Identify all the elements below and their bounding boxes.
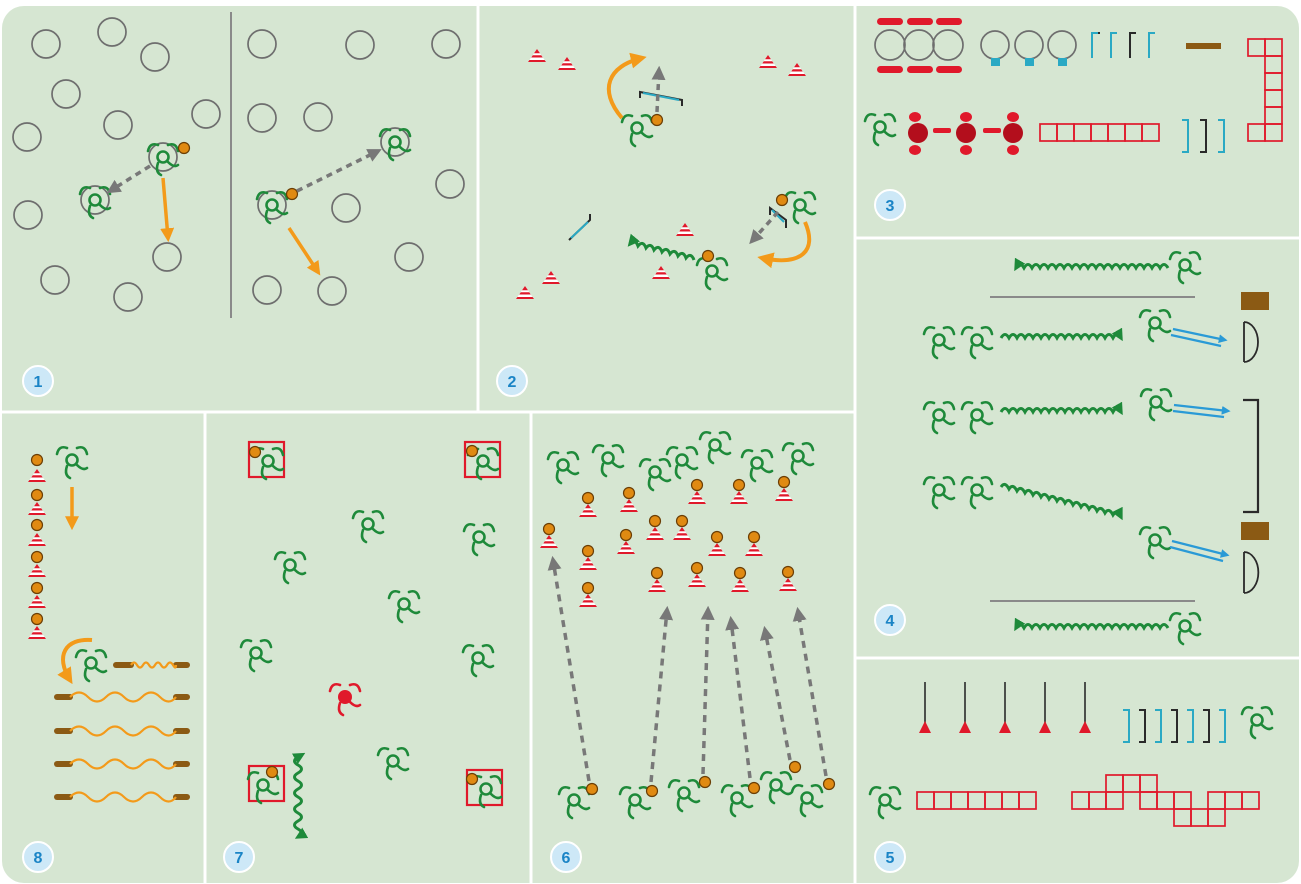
plank-marker: [1186, 43, 1221, 49]
ball-icon: [703, 251, 714, 262]
panel-badge-4: 4: [875, 605, 905, 635]
panel-number: 8: [34, 850, 43, 867]
ball-icon: [267, 767, 278, 778]
ball-icon: [287, 189, 298, 200]
panel-number: 7: [235, 850, 244, 867]
obstacle-block: [1241, 522, 1269, 540]
panel-number: 1: [34, 374, 43, 391]
ball-icon: [250, 447, 261, 458]
panel-number: 2: [508, 374, 517, 391]
panel-number: 3: [886, 198, 895, 215]
ball-icon: [467, 774, 478, 785]
panel-badge-7: 7: [224, 842, 254, 872]
ball-icon: [467, 446, 478, 457]
panel-badge-2: 2: [497, 366, 527, 396]
panel-number: 6: [562, 850, 571, 867]
panel-badge-3: 3: [875, 190, 905, 220]
panel-badge-5: 5: [875, 842, 905, 872]
panel-badge-8: 8: [23, 842, 53, 872]
ball-icon: [777, 195, 788, 206]
panel-number: 5: [886, 850, 895, 867]
obstacle-block: [1241, 292, 1269, 310]
panel-badge-1: 1: [23, 366, 53, 396]
ball-icon: [179, 143, 190, 154]
panel-badge-6: 6: [551, 842, 581, 872]
panel-number: 4: [886, 613, 895, 630]
ball-icon: [652, 115, 663, 126]
